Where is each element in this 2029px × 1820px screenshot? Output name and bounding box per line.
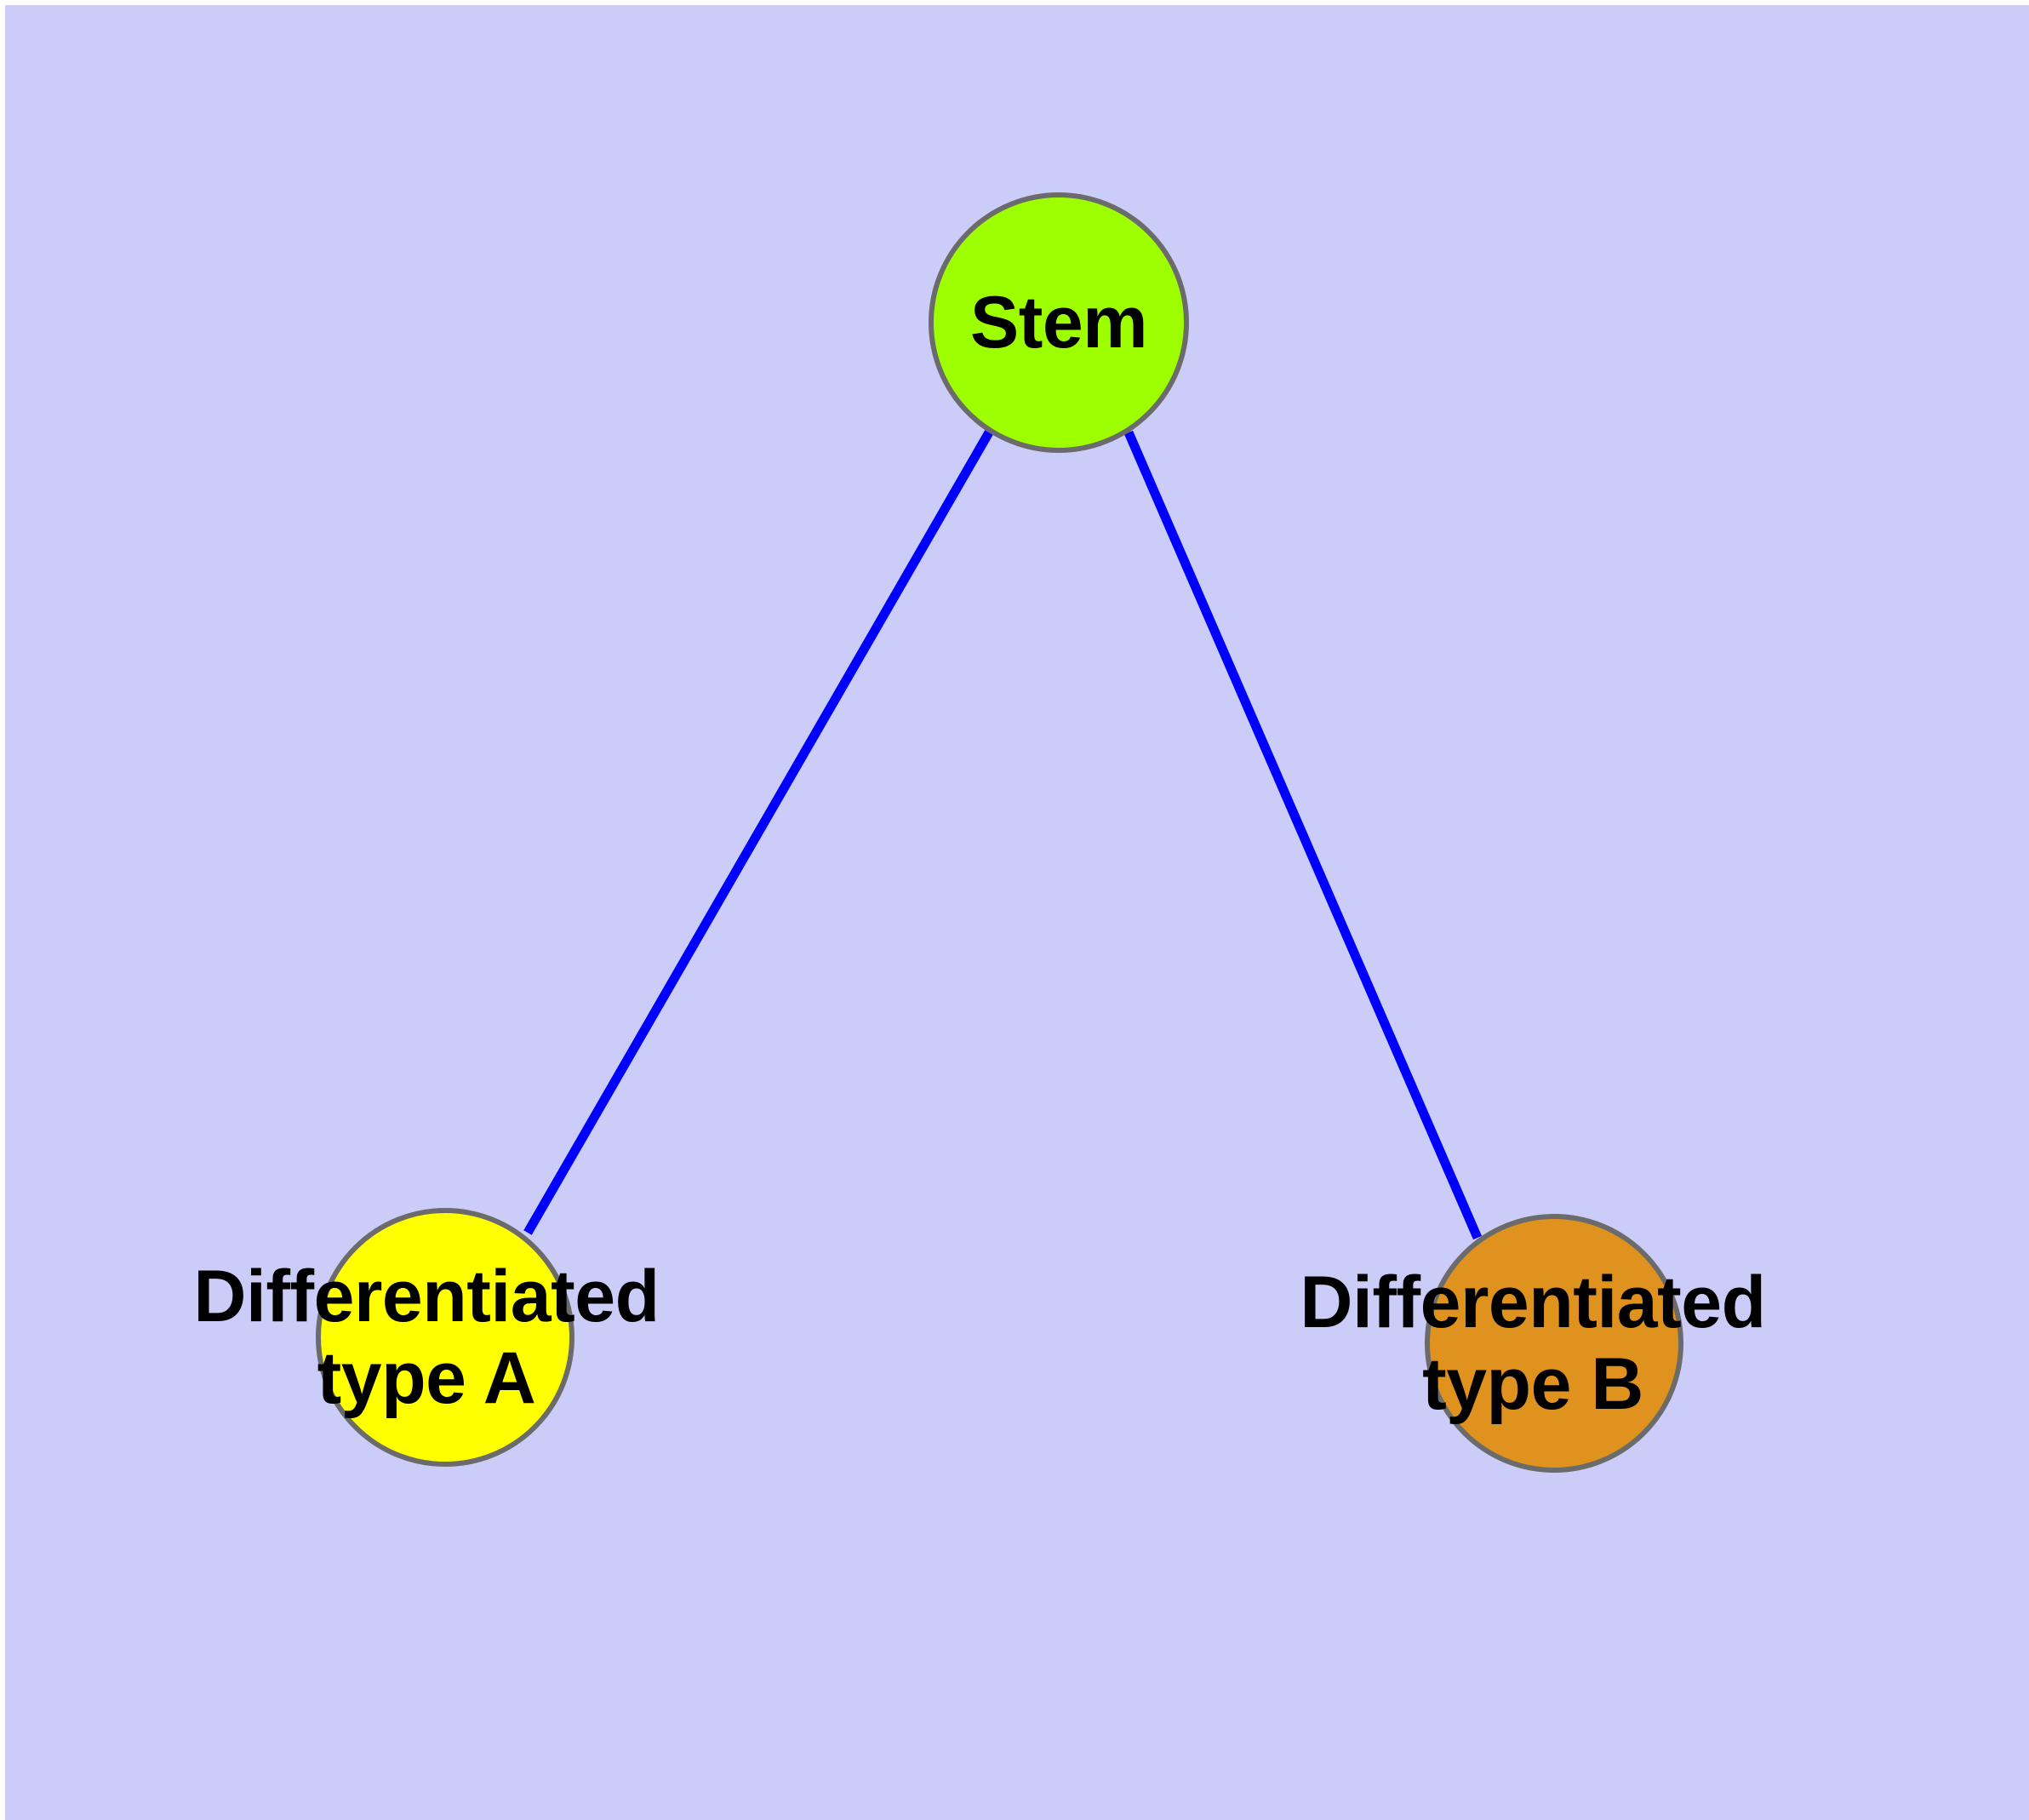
node-differentiated-type-a[interactable] (316, 1208, 574, 1467)
edge-stem-to-differentiated-type-b[interactable] (1123, 430, 1483, 1240)
label-line-2: type A (317, 1336, 536, 1419)
node-differentiated-type-b[interactable] (1425, 1214, 1683, 1473)
edge-stem-to-differentiated-type-a[interactable] (523, 430, 993, 1235)
label-line-1: Differentiated (1300, 1261, 1766, 1343)
label-line-2: type B (1422, 1342, 1643, 1425)
label-line-1: Differentiated (193, 1255, 660, 1337)
node-label-stem: Stem (969, 282, 1148, 363)
node-stem[interactable] (929, 192, 1189, 453)
